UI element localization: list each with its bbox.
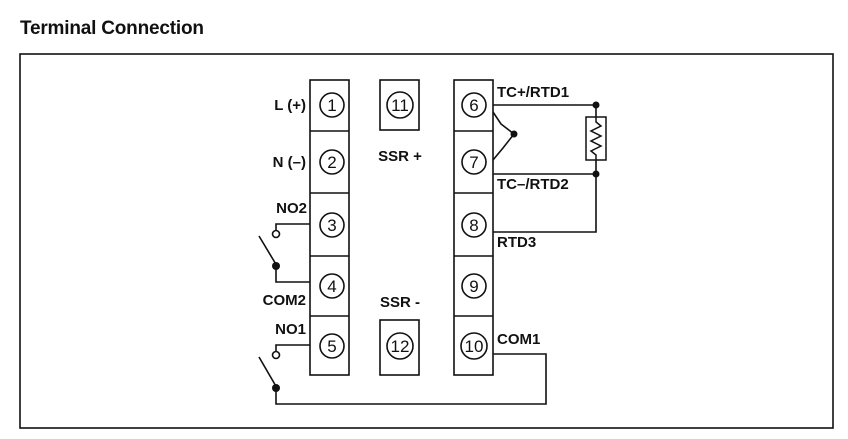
rtd-bottom-node [592,170,600,178]
terminal-10-number: 10 [465,337,484,356]
terminal-7-circle [461,149,487,175]
page-title: Terminal Connection [20,18,204,39]
label-com2: COM2 [263,292,306,309]
label-l-plus: L (+) [274,97,306,114]
terminal-box-11 [379,79,420,131]
label-ssr-plus: SSR + [378,148,422,165]
terminal-4-circle [319,273,345,299]
terminal-3-circle [319,212,345,238]
terminal-2-circle [319,149,345,175]
terminal-9-number: 9 [469,277,478,296]
terminal-block-right [453,79,494,376]
terminal-11-circle [386,91,414,119]
terminal-6-number: 6 [469,96,478,115]
label-com1: COM1 [497,331,540,348]
label-rtd3: RTD3 [497,234,536,251]
terminal-12-number: 12 [391,337,410,356]
terminal-7-number: 7 [469,153,478,172]
terminal-8-circle [461,212,487,238]
terminal-5-number: 5 [327,337,336,356]
thermocouple-junction-dot [510,130,518,138]
rtd-resistor-icon [585,116,607,161]
terminal-1-circle [319,92,345,118]
terminal-10-circle [460,332,488,360]
terminal-8-number: 8 [469,216,478,235]
label-ssr-minus: SSR - [380,294,420,311]
relay-1-common-dot [272,384,280,392]
terminal-6-circle [461,92,487,118]
label-tc-rtd2: TC–/RTD2 [497,176,569,193]
terminal-5-circle [319,333,345,359]
label-no1: NO1 [275,321,306,338]
relay-2-common-dot [272,262,280,270]
terminal-box-12 [379,319,420,376]
rtd-top-node [592,101,600,109]
label-tc-rtd1: TC+/RTD1 [497,84,569,101]
terminal-9-circle [461,273,487,299]
relay-1-switch [258,344,547,405]
label-n-minus: N (–) [273,154,306,171]
terminal-block-left [309,79,350,376]
sensor-wiring [492,104,597,233]
label-no2: NO2 [276,200,307,217]
relay-2-switch [258,223,310,283]
terminal-3-number: 3 [327,216,336,235]
diagram-frame [19,53,834,429]
terminal-4-number: 4 [327,277,336,296]
terminal-11-number: 11 [391,96,409,115]
terminal-12-circle [386,332,414,360]
terminal-2-number: 2 [327,153,336,172]
terminal-1-number: 1 [327,96,336,115]
